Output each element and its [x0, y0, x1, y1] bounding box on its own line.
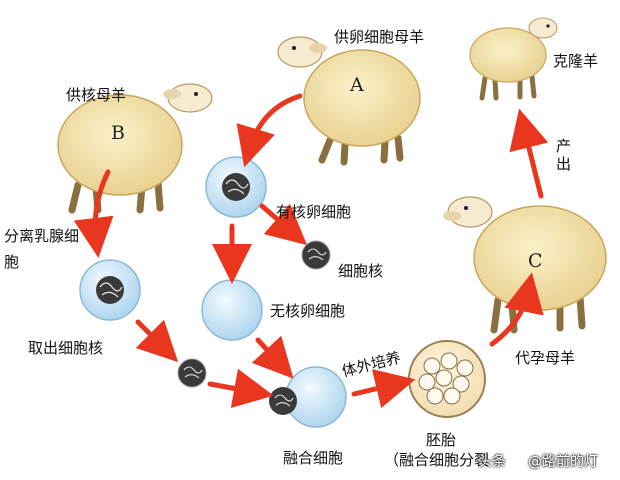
letter-b: B [111, 122, 125, 144]
embryo [408, 340, 486, 418]
mammary-cell [79, 259, 141, 321]
enucleated-egg-cell [201, 279, 263, 341]
removed-nucleus [301, 240, 331, 270]
label-nucleus: 细胞核 [338, 262, 384, 280]
label-cloned-sheep: 克隆羊 [553, 52, 599, 70]
extracted-nucleus [177, 358, 207, 388]
sheep-a [277, 36, 421, 166]
letter-c: C [528, 250, 543, 272]
cloned-sheep [469, 17, 558, 101]
letter-a: A [350, 74, 364, 96]
label-extract-nucleus: 取出细胞核 [28, 339, 104, 357]
label-surrogate: 代孕母羊 [515, 349, 576, 367]
label-egg-donor: 供卵细胞母羊 [334, 28, 425, 46]
sheep-b [57, 83, 213, 214]
process-arrows [73, 93, 549, 409]
watermark-account: @路前的灯 [528, 454, 598, 470]
watermark-platform: 头条 [478, 454, 506, 470]
label-birth: 产出 [556, 137, 572, 173]
label-enucleated-egg: 无核卵细胞 [270, 302, 346, 320]
label-embryo: 胚胎 [426, 431, 457, 449]
label-isolate-cells: 分离乳腺细胞 [4, 227, 80, 271]
label-nucleated-egg: 有核卵细胞 [276, 203, 352, 221]
nucleated-egg-cell [205, 156, 267, 218]
label-nucleus-donor: 供核母羊 [66, 86, 127, 104]
label-fused-cell: 融合细胞 [283, 449, 344, 467]
fused-cell [269, 366, 347, 428]
label-embryo-note: （融合细胞分裂 [384, 451, 490, 469]
